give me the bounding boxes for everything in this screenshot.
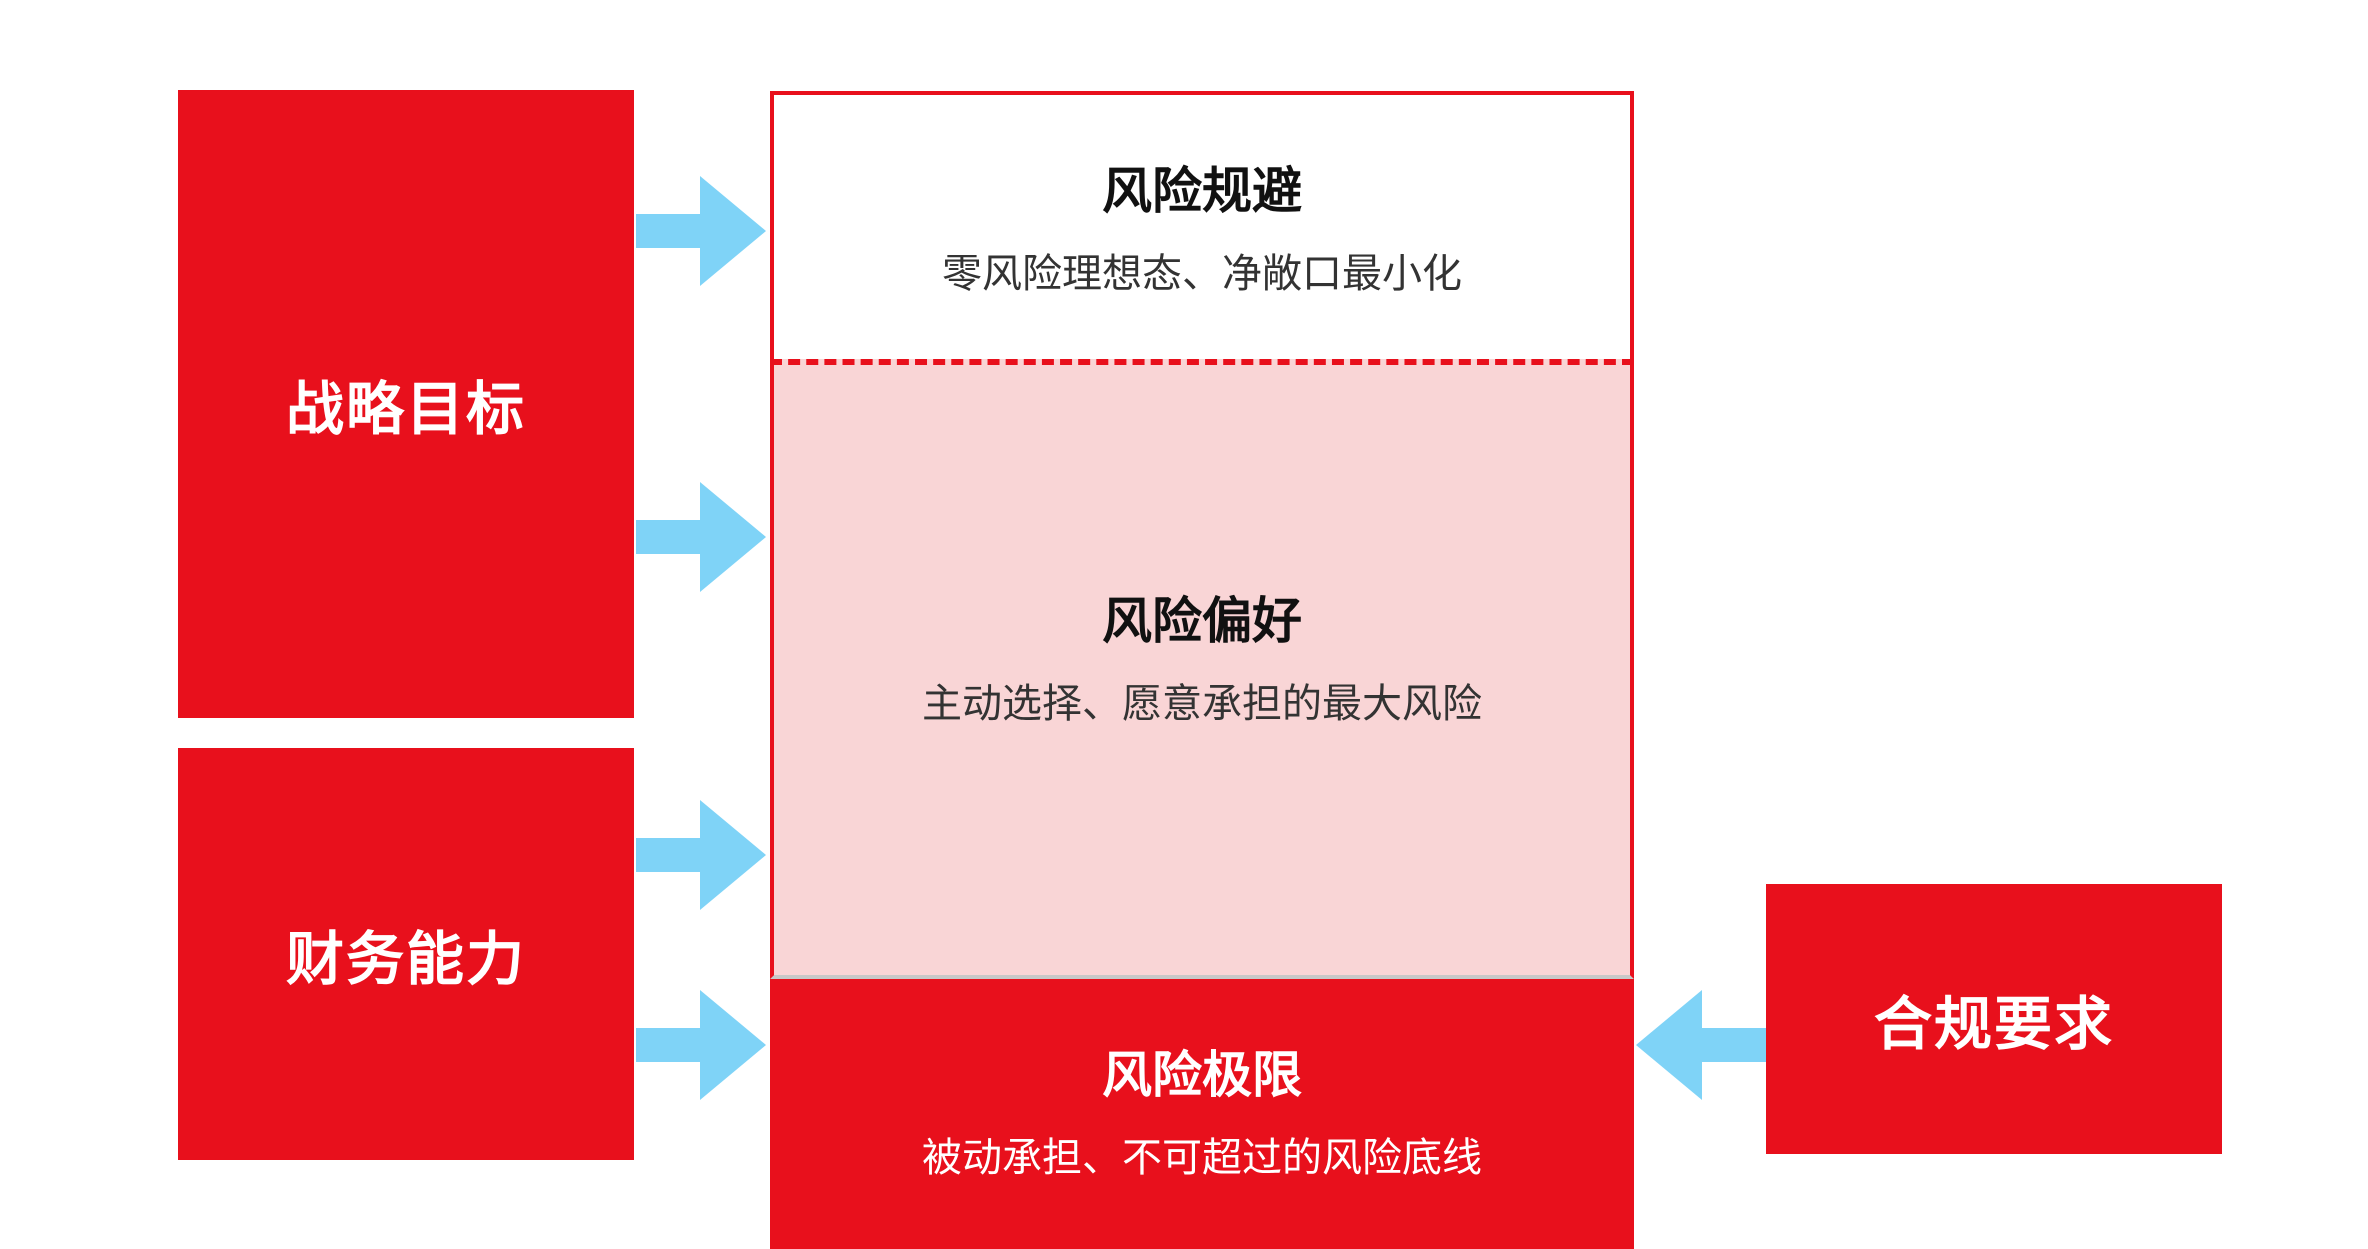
arrow-right-icon: [636, 800, 766, 910]
arrow-left-icon: [1636, 990, 1766, 1100]
compliance-requirement-label: 合规要求: [1873, 990, 2114, 1058]
compliance-requirement-box: 合规要求: [1766, 884, 2222, 1154]
strategy-goal-box: 战略目标: [178, 90, 634, 718]
risk-avoidance-title: 风险规避: [1102, 162, 1302, 220]
risk-appetite-title: 风险偏好: [1102, 592, 1302, 650]
risk-appetite-desc: 主动选择、愿意承担的最大风险: [922, 681, 1482, 727]
risk-avoidance-zone: 风险规避 零风险理想态、净敞口最小化: [770, 91, 1634, 359]
strategy-goal-label: 战略目标: [285, 375, 526, 443]
arrow-right-icon: [636, 990, 766, 1100]
risk-limit-title: 风险极限: [1102, 1046, 1302, 1104]
risk-limit-desc: 被动承担、不可超过的风险底线: [922, 1135, 1482, 1181]
risk-zones-frame: 风险规避 零风险理想态、净敞口最小化 风险偏好 主动选择、愿意承担的最大风险 风…: [770, 91, 1634, 1249]
financial-capacity-label: 财务能力: [285, 925, 526, 993]
risk-appetite-zone: 风险偏好 主动选择、愿意承担的最大风险: [770, 359, 1634, 979]
risk-avoidance-desc: 零风险理想态、净敞口最小化: [942, 251, 1462, 297]
arrow-right-icon: [636, 482, 766, 592]
risk-limit-zone: 风险极限 被动承担、不可超过的风险底线: [770, 979, 1634, 1249]
arrow-right-icon: [636, 176, 766, 286]
financial-capacity-box: 财务能力: [178, 748, 634, 1160]
